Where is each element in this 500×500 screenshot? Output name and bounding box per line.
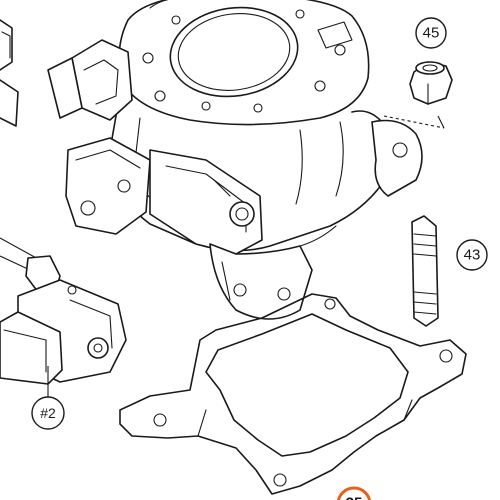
callout-2[interactable]: #2	[31, 366, 65, 430]
callout-35-label: 35	[346, 495, 363, 500]
cylinder	[47, 0, 423, 320]
cylinder-nut	[383, 61, 453, 129]
callout-45-label: 45	[423, 25, 440, 42]
callout-35[interactable]: 35	[336, 486, 372, 500]
callout-43-label: 43	[464, 247, 481, 264]
callout-2-label: #2	[40, 405, 56, 421]
callout-43[interactable]: 43	[456, 239, 488, 271]
base-gasket	[119, 293, 467, 495]
left-edge-part	[0, 19, 19, 127]
callout-45[interactable]: 45	[415, 17, 447, 49]
exhaust-valve-assembly	[0, 237, 127, 385]
cylinder-stud	[411, 215, 439, 327]
